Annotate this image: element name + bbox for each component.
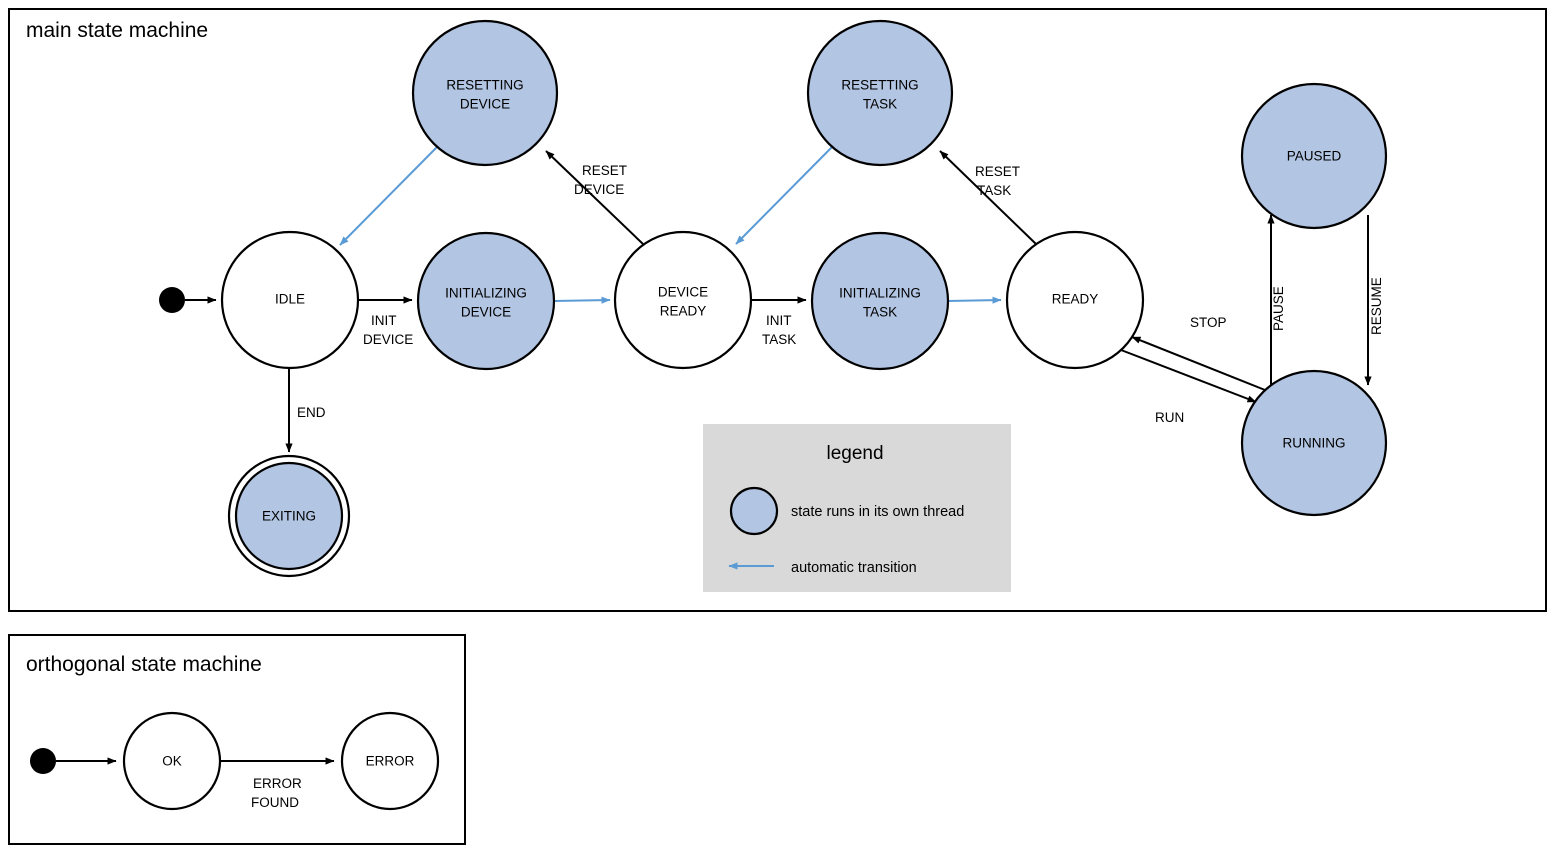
edge-label-init-device-line1: INIT: [371, 313, 397, 328]
orthogonal-frame-title: orthogonal state machine: [26, 653, 262, 676]
edge-label-init-device-line2: DEVICE: [363, 332, 413, 347]
edge-label-stop: STOP: [1190, 315, 1227, 330]
transition-ready-to-resetting-task[interactable]: [939, 150, 1037, 245]
edge-label-reset-device-line1: RESET: [582, 163, 627, 178]
state-ok[interactable]: OK: [122, 711, 222, 811]
edge-label-resume: RESUME: [1369, 277, 1384, 335]
state-idle[interactable]: IDLE: [220, 230, 360, 370]
state-resetting-task-label-line1: RESETTING: [841, 78, 918, 93]
state-resetting-device-label-line2: DEVICE: [460, 97, 510, 112]
edge-label-pause: PAUSE: [1271, 286, 1286, 331]
legend-auto-transition-text: automatic transition: [791, 560, 917, 576]
main-frame-border: [8, 8, 1547, 612]
edge-label-reset-task-line2: TASK: [977, 183, 1011, 198]
state-exiting[interactable]: EXITING: [227, 454, 351, 578]
state-idle-circle[interactable]: [220, 230, 360, 370]
state-exiting-label: EXITING: [262, 509, 316, 524]
state-initializing-task[interactable]: INITIALIZING TASK: [810, 231, 950, 371]
state-resetting-task-label-line2: TASK: [863, 97, 897, 112]
main-states-layer: IDLE RESETTING DEVICE INITIALIZING DEVIC…: [159, 19, 1388, 578]
edge-label-error-found-line2: FOUND: [251, 795, 299, 810]
state-device-ready-circle[interactable]: [613, 230, 753, 370]
state-resetting-task[interactable]: RESETTING TASK: [806, 19, 954, 167]
state-initializing-task-label-line2: TASK: [863, 305, 897, 320]
transition-initializing-device-to-device-ready[interactable]: [553, 296, 611, 304]
state-idle-label: IDLE: [275, 292, 305, 307]
main-frame-title: main state machine: [26, 19, 208, 42]
legend-panel: legend state runs in its own thread auto…: [703, 424, 1011, 592]
state-initializing-task-circle[interactable]: [810, 231, 950, 371]
state-resetting-task-circle[interactable]: [806, 19, 954, 167]
state-resetting-device[interactable]: RESETTING DEVICE: [411, 19, 559, 167]
state-device-ready-label-line1: DEVICE: [658, 285, 708, 300]
state-ready-label: READY: [1052, 292, 1099, 307]
edge-label-error-found-line1: ERROR: [253, 776, 302, 791]
state-initializing-device[interactable]: INITIALIZING DEVICE: [416, 231, 556, 371]
start-state-marker: [159, 287, 185, 313]
state-initializing-device-label-line1: INITIALIZING: [445, 286, 527, 301]
orthogonal-frame-border: [8, 634, 466, 845]
transition-resetting-device-to-idle[interactable]: [339, 146, 438, 246]
state-ok-label: OK: [162, 754, 182, 769]
state-resetting-device-circle[interactable]: [411, 19, 559, 167]
state-paused[interactable]: PAUSED: [1240, 82, 1388, 230]
state-error[interactable]: ERROR: [340, 711, 440, 811]
state-running[interactable]: RUNNING: [1240, 369, 1388, 517]
transition-ready-to-running[interactable]: [1120, 349, 1257, 403]
state-ok-circle[interactable]: [122, 711, 222, 811]
state-resetting-device-label-line1: RESETTING: [446, 78, 523, 93]
state-initializing-device-label-line2: DEVICE: [461, 305, 511, 320]
legend-threaded-state-text: state runs in its own thread: [791, 504, 964, 520]
legend-item-auto-transition: automatic transition: [728, 560, 917, 576]
legend-threaded-state-swatch-icon: [729, 486, 779, 536]
state-exiting-inner-circle[interactable]: [234, 461, 344, 571]
transition-resetting-task-to-device-ready[interactable]: [735, 146, 833, 245]
state-ready[interactable]: READY: [1005, 230, 1145, 370]
state-paused-label: PAUSED: [1287, 149, 1342, 164]
state-device-ready-label-line2: READY: [660, 304, 707, 319]
state-device-ready[interactable]: DEVICE READY: [613, 230, 753, 370]
state-error-circle[interactable]: [340, 711, 440, 811]
legend-item-threaded-state: state runs in its own thread: [729, 486, 964, 536]
state-error-label: ERROR: [366, 754, 415, 769]
main-transitions-layer: INIT DEVICE END RESET DEVICE INIT TASK: [185, 146, 1384, 453]
main-state-machine-frame: main state machine: [8, 8, 1547, 612]
transition-device-ready-to-resetting-device[interactable]: [545, 150, 644, 245]
edge-label-reset-task-line1: RESET: [975, 164, 1020, 179]
orthogonal-state-machine-frame: orthogonal state machine ERROR FOUND OK …: [8, 634, 466, 845]
transition-initializing-task-to-ready[interactable]: [947, 296, 1002, 304]
state-running-label: RUNNING: [1283, 436, 1346, 451]
state-ready-circle[interactable]: [1005, 230, 1145, 370]
edge-label-run: RUN: [1155, 410, 1184, 425]
edge-label-end: END: [297, 405, 326, 420]
state-paused-circle[interactable]: [1240, 82, 1388, 230]
transition-running-to-ready[interactable]: [1131, 336, 1266, 391]
orthogonal-start-state-marker: [30, 748, 56, 774]
edge-label-init-task-line1: INIT: [766, 313, 792, 328]
state-initializing-task-label-line1: INITIALIZING: [839, 286, 921, 301]
edge-label-reset-device-line2: DEVICE: [574, 182, 624, 197]
state-running-circle[interactable]: [1240, 369, 1388, 517]
legend-title: legend: [826, 443, 883, 464]
state-initializing-device-circle[interactable]: [416, 231, 556, 371]
edge-label-init-task-line2: TASK: [762, 332, 796, 347]
